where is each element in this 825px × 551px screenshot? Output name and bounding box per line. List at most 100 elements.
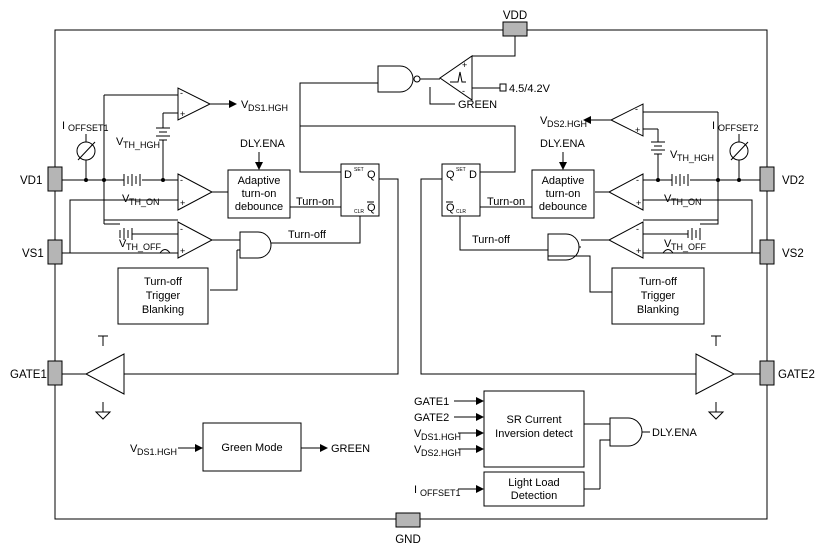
gate-driver-2 [695,335,760,420]
adaptive-debounce-block-1: Adaptive turn-on debounce DLY.ENA [227,138,291,219]
svg-text:V: V [540,115,548,127]
svg-text:VD1: VD1 [20,175,42,187]
svg-text:OFFSET1: OFFSET1 [420,488,461,498]
svg-text:Blanking: Blanking [637,304,679,316]
junction-dot [716,178,720,182]
pin-gate1: GATE1 [10,360,63,386]
svg-text:TH_ON: TH_ON [129,197,160,207]
crossover [159,249,171,254]
svg-text:V: V [241,99,249,111]
svg-text:-: - [636,175,639,185]
svg-text:Q: Q [367,202,376,214]
svg-text:I: I [712,120,715,132]
svg-text:VDD: VDD [503,10,527,22]
svg-text:debounce: debounce [539,201,587,213]
svg-text:Turn-off: Turn-off [144,276,183,288]
turn-off-comparator-1: - + [62,221,240,259]
svg-text:SET: SET [456,167,466,173]
vth-hgh-source-2: V TH_HGH [651,129,714,180]
svg-text:V: V [130,443,138,455]
svg-text:Detection: Detection [511,490,557,502]
svg-text:V: V [664,238,672,250]
svg-text:Trigger: Trigger [641,290,676,302]
vth-on-source-2: V TH_ON [664,174,702,207]
svg-text:-: - [180,175,183,185]
svg-text:D: D [469,169,477,181]
light-load-detection-block: Light Load Detection I OFFSET1 [414,471,600,507]
svg-text:TH_OFF: TH_OFF [126,242,162,252]
svg-text:-: - [636,224,639,234]
pin-vd1: VD1 [20,166,63,192]
svg-text:-: - [635,104,638,114]
ioffset2-current-source: I OFFSET2 [712,120,759,180]
vth-on-source: V TH_ON [122,174,160,207]
green-mode-block: Green Mode V DS1.HGH GREEN [130,422,370,472]
turn-off-blanking-block-1: Turn-off Trigger Blanking [117,267,209,325]
svg-text:+: + [180,198,185,208]
svg-text:TH_OFF: TH_OFF [671,242,707,252]
flip-flop-2: Q D Q SET CLR Turn-on [420,163,696,375]
svg-text:CLR: CLR [456,209,466,215]
svg-text:TH_HGH: TH_HGH [677,153,714,163]
svg-text:V: V [670,149,678,161]
svg-text:OFFSET1: OFFSET1 [68,123,109,133]
svg-text:V: V [116,136,124,148]
svg-text:Q: Q [446,202,455,214]
svg-text:debounce: debounce [235,201,283,213]
ioffset1-current-source: I OFFSET1 [62,120,109,180]
svg-text:VS1: VS1 [22,248,44,260]
svg-text:+: + [180,109,185,119]
svg-text:Turn-off: Turn-off [288,229,327,241]
svg-text:SET: SET [354,167,364,173]
svg-text:DS2.HGH: DS2.HGH [547,119,587,129]
svg-text:Light Load: Light Load [508,477,559,489]
pin-gate2: GATE2 [759,360,815,386]
svg-text:Green Mode: Green Mode [221,442,282,454]
vds1-hgh-comparator: - + V DS1.HGH [104,87,288,121]
svg-text:VS2: VS2 [782,248,804,260]
svg-text:GREEN: GREEN [331,443,370,455]
svg-text:+: + [636,198,641,208]
pin-vd2: VD2 [759,166,804,192]
svg-text:Q: Q [446,169,455,181]
svg-text:Turn-on: Turn-on [296,196,334,208]
vds2-hgh-comparator: - + V DS2.HGH [540,103,718,137]
adaptive-debounce-block-2: Adaptive turn-on debounce DLY.ENA [531,138,595,219]
svg-text:Turn-off: Turn-off [472,234,511,246]
svg-text:V: V [664,193,672,205]
turn-off-blanking-block-2: Turn-off Trigger Blanking [611,267,705,325]
svg-text:TH_HGH: TH_HGH [123,140,160,150]
svg-text:DLY.ENA: DLY.ENA [540,138,586,150]
svg-text:+: + [635,125,640,135]
svg-text:Turn-off: Turn-off [639,276,678,288]
pin-vs2: VS2 [759,239,804,265]
svg-text:Turn-on: Turn-on [487,196,525,208]
svg-text:OFFSET2: OFFSET2 [718,123,759,133]
svg-text:GATE2: GATE2 [778,369,815,381]
svg-text:GATE1: GATE1 [10,369,47,381]
svg-text:-: - [462,86,465,96]
svg-text:DLY.ENA: DLY.ENA [240,138,286,150]
vth-hgh-source: V TH_HGH [116,113,170,180]
svg-text:DS1.HGH: DS1.HGH [137,447,177,457]
svg-text:Adaptive: Adaptive [542,175,585,187]
turn-on-comparator-2: - + [595,173,753,253]
turn-off-and-gate-1: Turn-off [210,229,327,291]
svg-text:V: V [122,193,130,205]
svg-text:+: + [180,246,185,256]
svg-text:DS1.HGH: DS1.HGH [248,103,288,113]
turn-on-comparator-1: - + [69,173,228,253]
svg-text:V: V [414,444,422,456]
svg-text:Trigger: Trigger [146,290,181,302]
svg-text:+: + [462,60,467,70]
svg-text:TH_ON: TH_ON [671,197,702,207]
svg-text:I: I [62,120,65,132]
svg-text:GATE2: GATE2 [414,412,449,424]
turn-off-comparator-2: - + [581,221,760,259]
svg-text:turn-on: turn-on [546,188,581,200]
svg-text:V: V [119,238,127,250]
svg-text:-: - [180,88,183,98]
dly-ena-and-gate: DLY.ENA [584,417,698,489]
svg-text:DS1.HGH: DS1.HGH [421,432,461,442]
svg-text:Blanking: Blanking [142,304,184,316]
